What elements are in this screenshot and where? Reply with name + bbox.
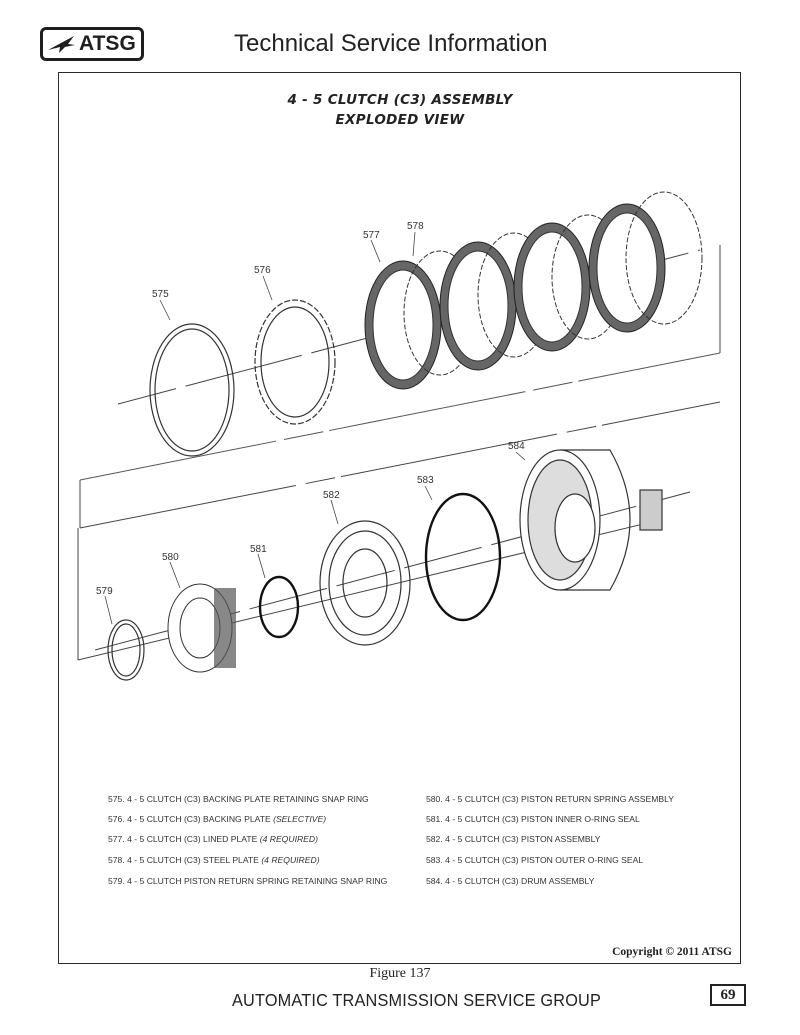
- page-title: Technical Service Information: [234, 30, 548, 57]
- part-label-578: 578: [407, 221, 424, 232]
- part-584-drum: [519, 449, 663, 591]
- part-580-spring-assembly: [167, 583, 236, 673]
- legend-item-577: 577. 4 - 5 CLUTCH (C3) LINED PLATE (4 RE…: [108, 834, 318, 844]
- copyright-notice: Copyright © 2011 ATSG: [612, 946, 732, 958]
- part-575-snap-ring: [149, 323, 235, 457]
- figure-title-line2: EXPLODED VIEW: [335, 112, 465, 128]
- figure-frame: [58, 72, 741, 964]
- legend-item-575: 575. 4 - 5 CLUTCH (C3) BACKING PLATE RET…: [108, 794, 369, 804]
- legend-item-579: 579. 4 - 5 CLUTCH PISTON RETURN SPRING R…: [108, 876, 388, 886]
- legend-item-584: 584. 4 - 5 CLUTCH (C3) DRUM ASSEMBLY: [426, 876, 595, 886]
- part-582-piston: [319, 520, 411, 646]
- page-number: 69: [710, 984, 746, 1006]
- atsg-logo: ATSG: [40, 27, 144, 61]
- part-label-583: 583: [417, 475, 434, 486]
- clutch-plate-stack: [364, 191, 703, 390]
- part-label-579: 579: [96, 586, 113, 597]
- logo-text: ATSG: [79, 32, 136, 55]
- part-583-outer-o-ring: [424, 492, 502, 622]
- legend-item-578: 578. 4 - 5 CLUTCH (C3) STEEL PLATE (4 RE…: [108, 855, 320, 865]
- footer-title: AUTOMATIC TRANSMISSION SERVICE GROUP: [232, 990, 602, 1010]
- part-579-snap-ring: [107, 619, 145, 681]
- part-576-backing-plate: [254, 299, 336, 425]
- part-581-inner-o-ring: [258, 575, 300, 639]
- part-label-582: 582: [323, 490, 340, 501]
- jet-icon: [48, 36, 75, 53]
- part-label-580: 580: [162, 552, 179, 563]
- legend-item-576: 576. 4 - 5 CLUTCH (C3) BACKING PLATE (SE…: [108, 814, 327, 824]
- part-label-577: 577: [363, 230, 380, 241]
- part-label-575: 575: [152, 289, 169, 300]
- exploded-view-diagram: 575 576 577 578 579 580 581 582 583 584: [77, 191, 721, 681]
- legend-item-580: 580. 4 - 5 CLUTCH (C3) PISTON RETURN SPR…: [426, 794, 675, 804]
- part-label-581: 581: [250, 544, 267, 555]
- part-label-584: 584: [508, 441, 525, 452]
- legend-item-581: 581. 4 - 5 CLUTCH (C3) PISTON INNER O-RI…: [426, 814, 640, 824]
- legend-item-583: 583. 4 - 5 CLUTCH (C3) PISTON OUTER O-RI…: [426, 855, 644, 865]
- legend-item-582: 582. 4 - 5 CLUTCH (C3) PISTON ASSEMBLY: [426, 834, 601, 844]
- part-label-576: 576: [254, 265, 271, 276]
- figure-caption: Figure 137: [369, 966, 431, 981]
- figure-title-line1: 4 - 5 CLUTCH (C3) ASSEMBLY: [287, 92, 513, 108]
